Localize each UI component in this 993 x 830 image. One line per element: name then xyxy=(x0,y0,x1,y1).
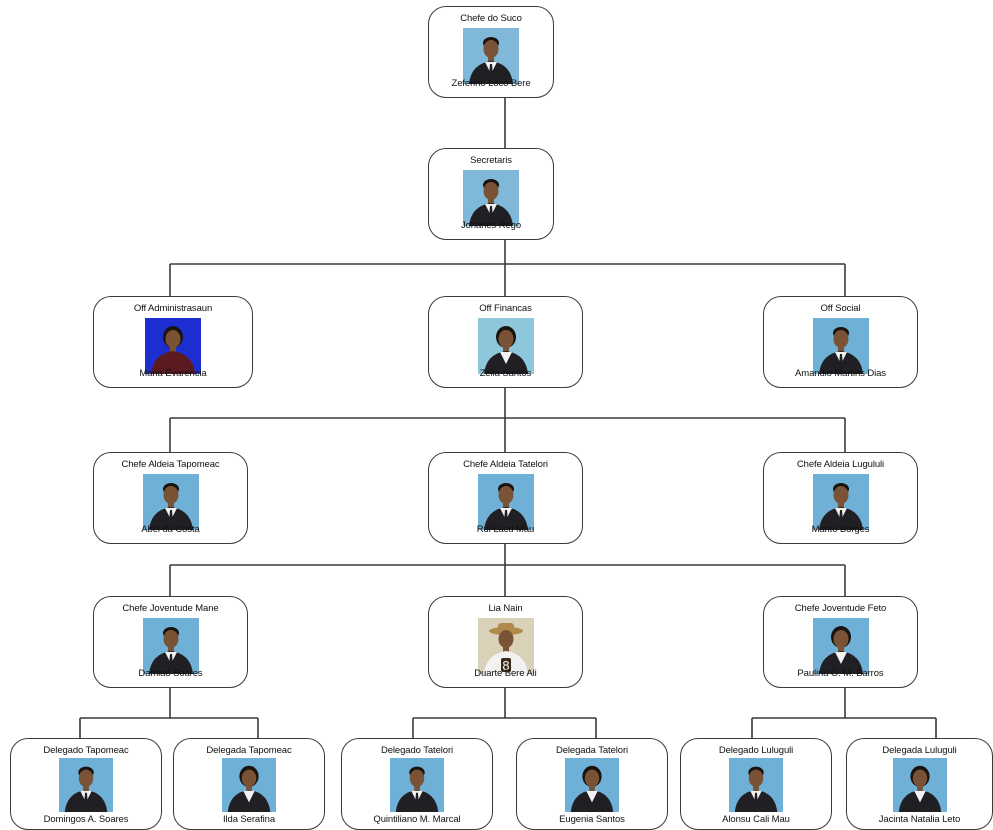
portrait-photo xyxy=(463,28,519,84)
node-role: Off Social xyxy=(820,303,861,314)
node-name: Damiao Soares xyxy=(138,668,203,679)
portrait-photo xyxy=(477,318,534,374)
node-role: Off Financas xyxy=(479,303,532,314)
node-name: Domingos A. Soares xyxy=(43,814,129,825)
node-role: Chefe Aldeia Tatelori xyxy=(463,459,548,470)
portrait-photo xyxy=(565,758,619,812)
node-name: Maria Evarencia xyxy=(139,368,207,379)
node-name: Rui Lacu Mau xyxy=(476,524,535,535)
portrait-photo xyxy=(222,758,276,812)
node-role: Delegada Luluguli xyxy=(882,745,957,756)
portrait-photo xyxy=(390,758,444,812)
portrait-photo xyxy=(812,318,869,374)
node-name: Zeferino Loco Bere xyxy=(451,78,531,89)
node-role: Chefe Joventude Mane xyxy=(122,603,219,614)
node-role: Delegado Tatelori xyxy=(380,745,454,756)
svg-text:8: 8 xyxy=(502,659,510,673)
portrait-photo xyxy=(892,758,947,812)
node-role: Delegado Luluguli xyxy=(718,745,794,756)
portrait-photo xyxy=(145,318,201,374)
node-name: Eugenia Santos xyxy=(559,814,625,825)
node-name: Amandio Martins Dias xyxy=(795,368,886,379)
node-name: Abel da Costa xyxy=(141,524,200,535)
node-name: Zelia Santos xyxy=(479,368,532,379)
portrait-photo xyxy=(142,474,199,530)
node-name: Quintiliano M. Marcal xyxy=(373,814,461,825)
portrait-photo xyxy=(729,758,783,812)
node-role: Chefe Aldeia Tapomeac xyxy=(121,459,220,470)
node-role: Chefe Joventude Feto xyxy=(794,603,887,614)
portrait-photo xyxy=(59,758,113,812)
portrait-photo xyxy=(142,618,199,674)
node-role: Chefe Aldeia Lugululi xyxy=(796,459,885,470)
node-name: Alonsu Cali Mau xyxy=(722,814,790,825)
node-name: Marito Borges xyxy=(811,524,870,535)
node-role: Secretaris xyxy=(470,155,512,166)
portrait-photo xyxy=(812,474,869,530)
node-role: Chefe do Suco xyxy=(460,13,522,24)
portrait-photo xyxy=(477,474,534,530)
node-role: Delegada Tapomeac xyxy=(206,745,292,756)
portrait-photo xyxy=(463,170,519,226)
node-name: Duarte Bere Ali xyxy=(474,668,537,679)
portrait-photo xyxy=(812,618,869,674)
node-name: Ilda Serafina xyxy=(222,814,276,825)
node-role: Off Administrasaun xyxy=(133,303,213,314)
node-role: Delegada Tatelori xyxy=(555,745,629,756)
node-name: Johanes Rego xyxy=(460,220,522,231)
portrait-photo: 8 xyxy=(477,618,534,674)
node-name: Jacinta Natalia Leto xyxy=(878,814,961,825)
node-role: Lia Nain xyxy=(488,603,523,614)
node-name: Paulina O. M. Barros xyxy=(797,668,884,679)
node-role: Delegado Tapomeac xyxy=(43,745,129,756)
